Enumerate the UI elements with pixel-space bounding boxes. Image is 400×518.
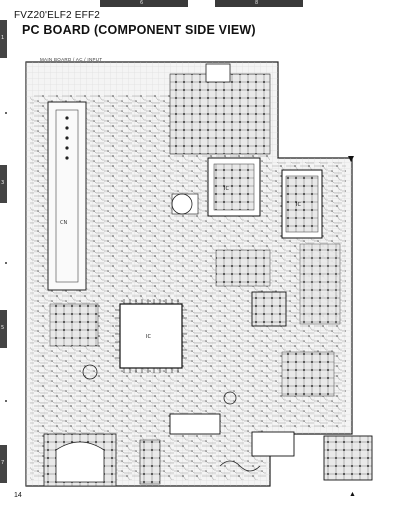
page-number: 14 <box>14 492 22 499</box>
page-title: PC BOARD (COMPONENT SIDE VIEW) <box>22 23 256 37</box>
row-tab: 7 <box>0 445 7 483</box>
model-number: FVZ20'ELF2 EFF2 <box>14 10 101 21</box>
row-dot <box>5 262 7 264</box>
ic-label: IC <box>296 202 301 208</box>
pc-board-drawing: CN IC IC IC <box>25 61 373 487</box>
column-tab: 8 <box>215 0 303 7</box>
ic-label: IC <box>146 334 151 340</box>
ic-label: IC <box>224 186 229 192</box>
row-tab: 3 <box>0 165 7 203</box>
column-tab: 6 <box>100 0 188 7</box>
warning-icon: ▲ <box>349 491 356 498</box>
row-dot <box>5 400 7 402</box>
connector-label: CN <box>60 220 67 226</box>
row-tab: 1 <box>0 20 7 58</box>
row-dot <box>5 112 7 114</box>
row-tab: 5 <box>0 310 7 348</box>
board-caption: MAIN BOARD / AC / INPUT <box>40 57 103 62</box>
